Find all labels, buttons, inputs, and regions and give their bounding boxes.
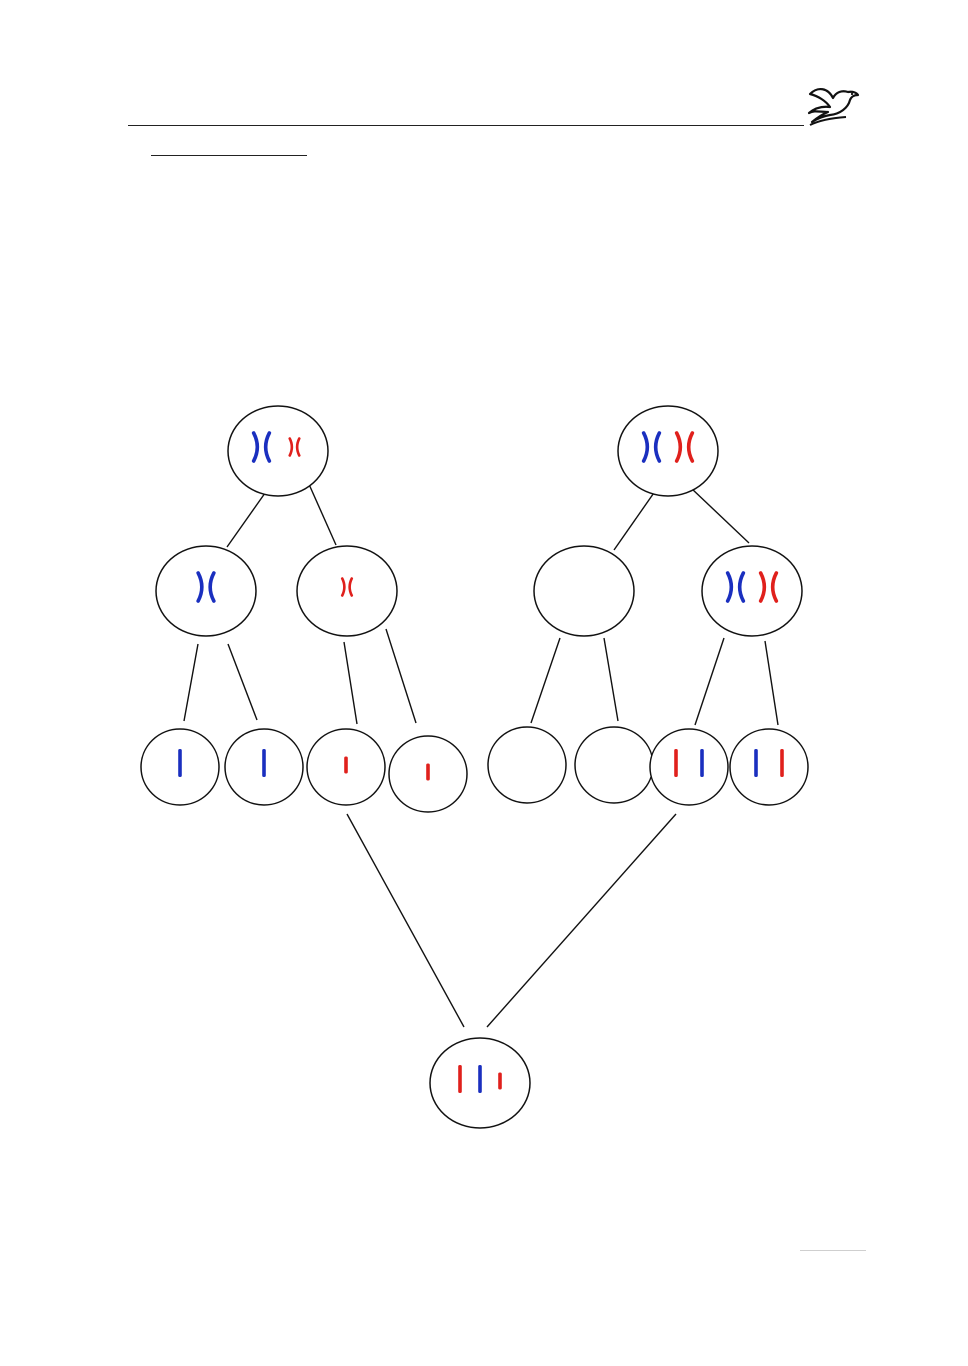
chromosome-blue-single [262, 749, 266, 777]
lineage-line [307, 481, 337, 546]
chromosome-blue-duplicated [725, 571, 746, 603]
lineage-line [613, 486, 659, 551]
chromosome-blue-single [178, 749, 182, 777]
chromosome-blue-duplicated [641, 431, 662, 463]
chromosome-red-duplicated [674, 431, 695, 463]
lineage-line [183, 643, 199, 722]
lineage-line [764, 640, 779, 726]
lineage-line [343, 641, 358, 725]
lineage-line [226, 485, 271, 548]
header-rule [128, 125, 804, 126]
dove-icon [807, 88, 860, 126]
section-title-underline [151, 155, 307, 156]
lineage-line [385, 628, 417, 724]
cell-b-meiosis1-left [533, 545, 635, 637]
lineage-line [694, 637, 725, 726]
lineage-line [603, 637, 619, 722]
cell-b-gamete-1 [487, 726, 567, 804]
chromosome-red-single [498, 1072, 502, 1090]
cell-a-meiosis1-left [155, 545, 257, 637]
chromosome-red-single [344, 756, 348, 774]
lineage-line [690, 487, 750, 544]
cell-b-gamete-2 [574, 726, 654, 804]
cell-parent-a [227, 405, 329, 497]
chromosome-red-single [458, 1065, 462, 1093]
lineage-line [530, 637, 561, 724]
chromosome-red-duplicated [340, 577, 354, 597]
cell-b-gamete-3 [649, 728, 729, 806]
chromosome-blue-single [754, 749, 758, 777]
cell-parent-b [617, 405, 719, 497]
chromosome-red-single [780, 749, 784, 777]
footer-rule [800, 1250, 866, 1251]
chromosome-red-single [674, 749, 678, 777]
chromosome-red-duplicated [758, 571, 779, 603]
cell-b-gamete-4 [729, 728, 809, 806]
chromosome-blue-duplicated [251, 431, 272, 463]
cell-a-meiosis1-right [296, 545, 398, 637]
lineage-line [227, 643, 258, 721]
chromosome-red-duplicated [288, 437, 301, 457]
lineage-line [346, 813, 465, 1028]
cell-b-meiosis1-right [701, 545, 803, 637]
chromosome-blue-single [478, 1065, 482, 1093]
chromosome-blue-single [700, 749, 704, 777]
chromosome-blue-duplicated [196, 571, 216, 603]
chromosome-red-single [426, 763, 430, 781]
lineage-line [486, 813, 677, 1028]
